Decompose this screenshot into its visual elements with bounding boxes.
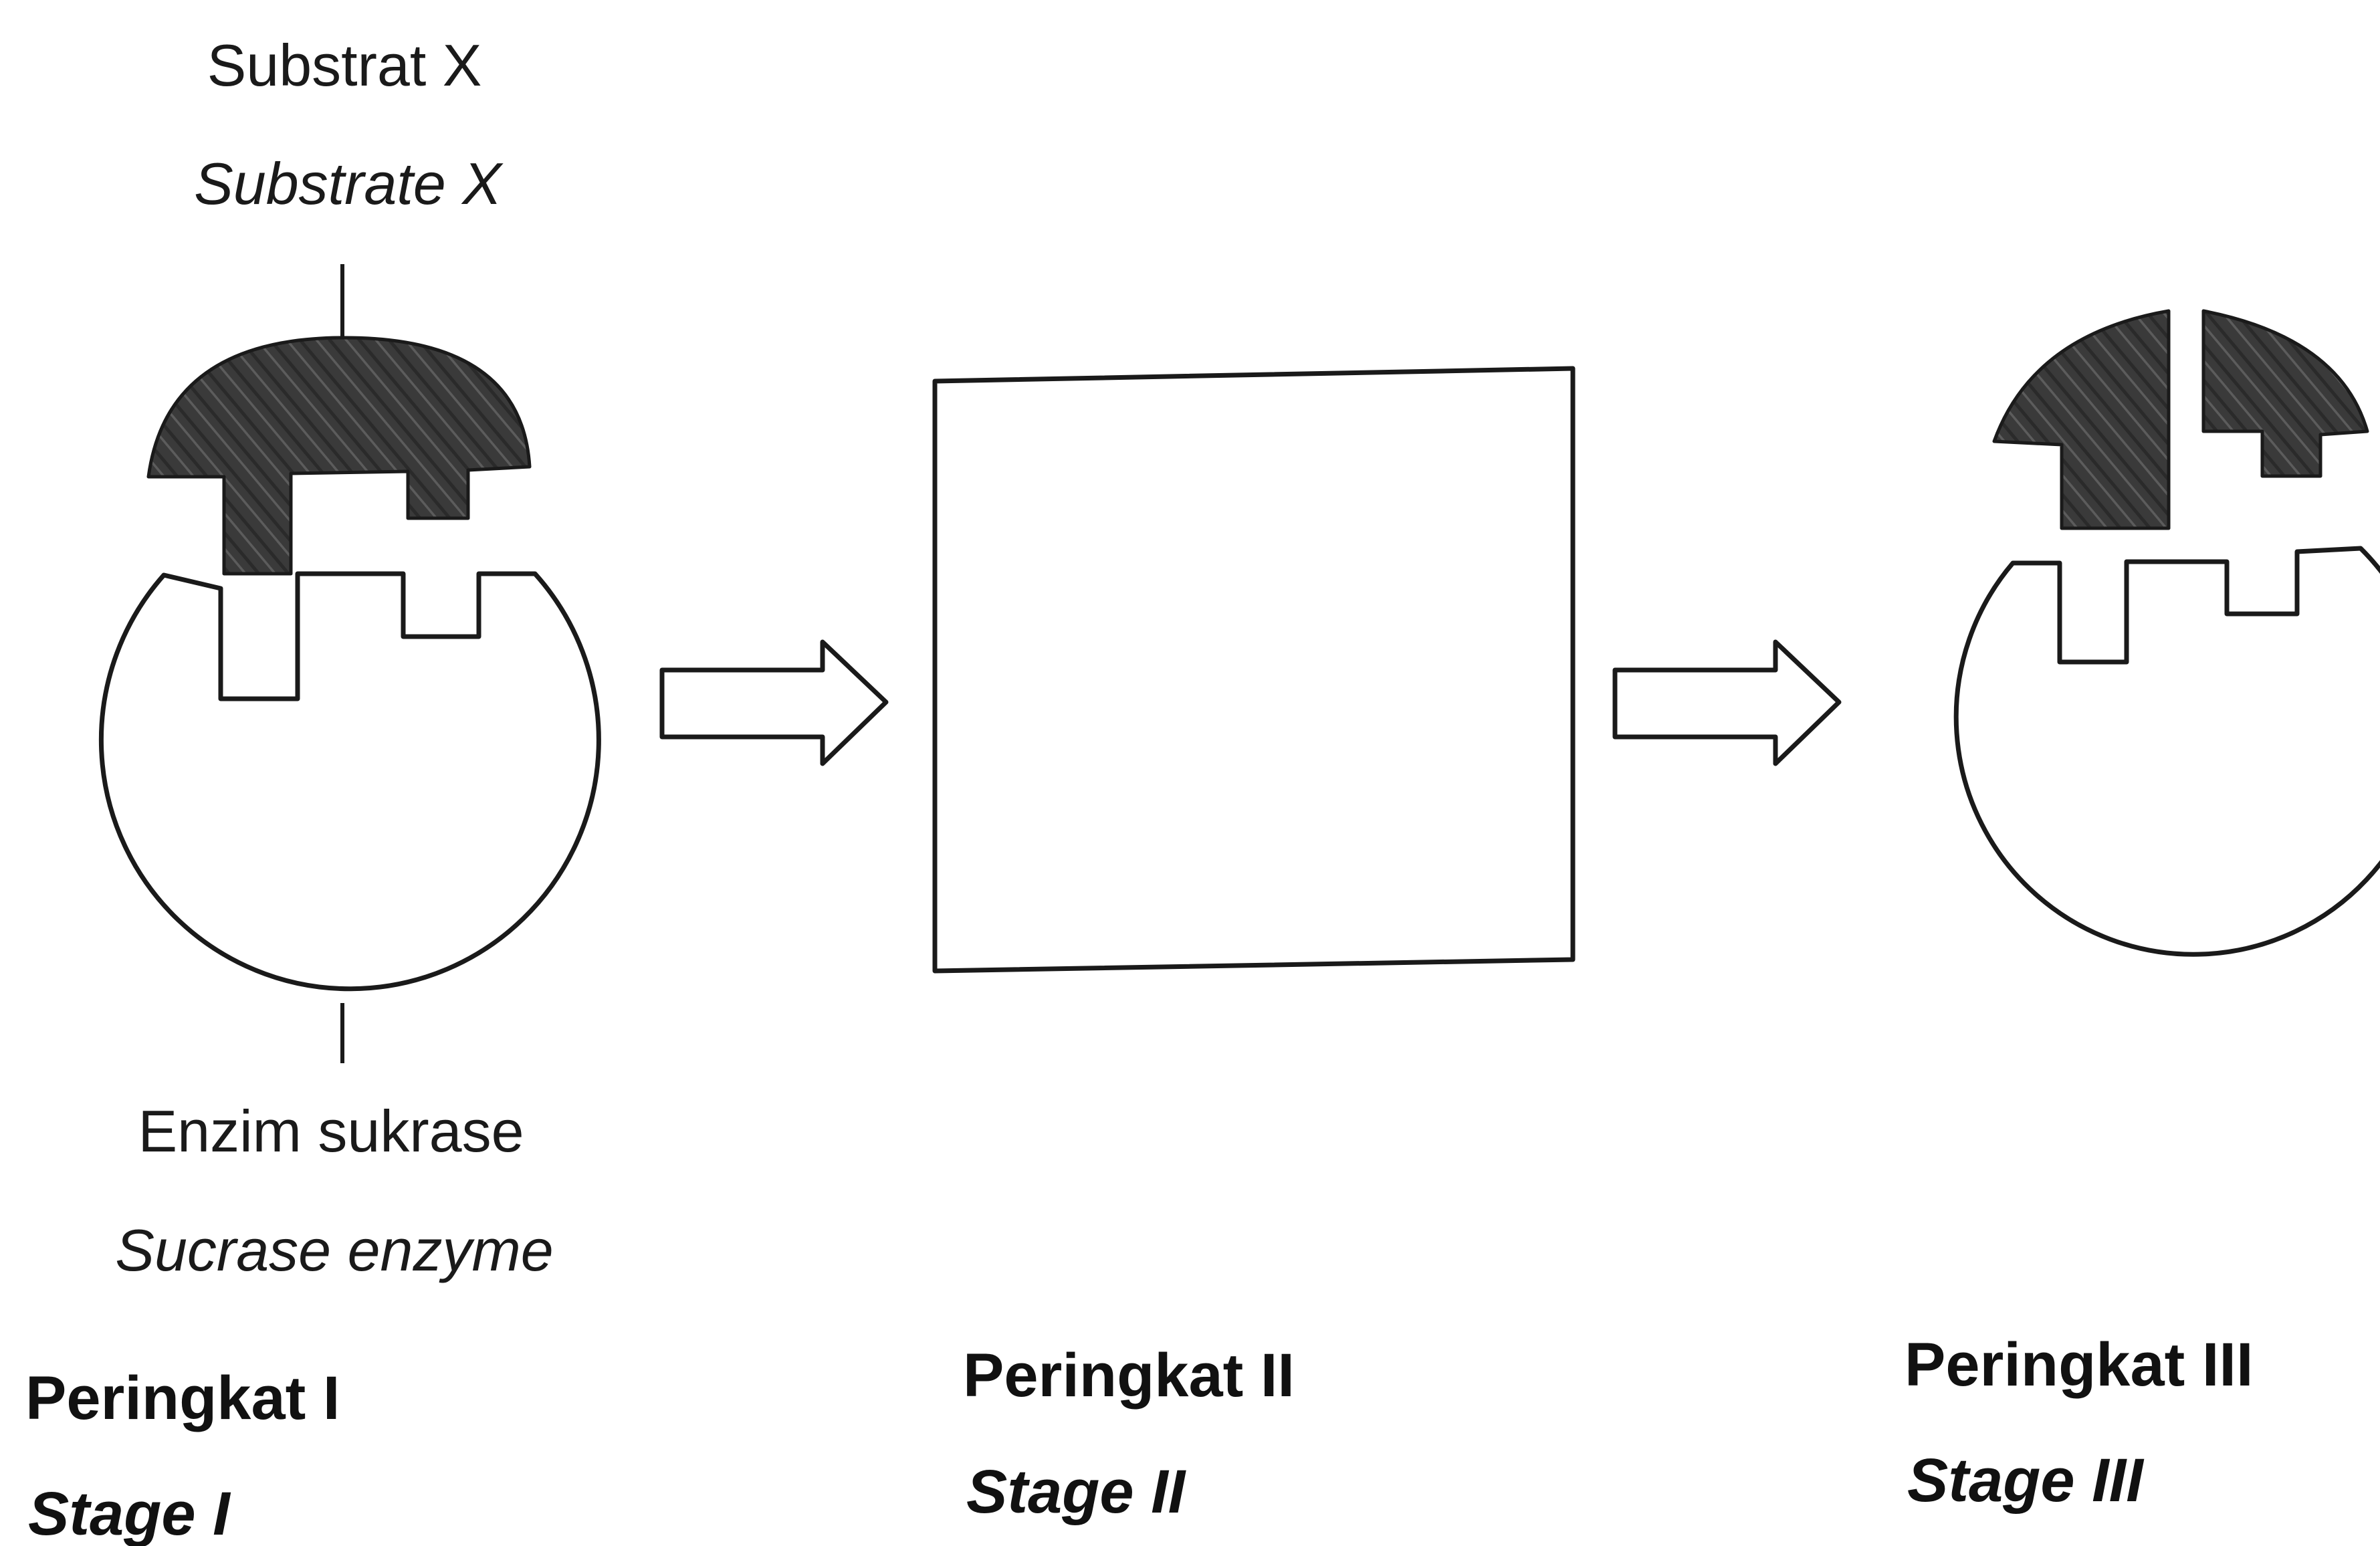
arrow-right-icon [1612, 639, 1842, 766]
stage-1-label: Peringkat I [25, 1364, 340, 1432]
stage-2-label-english: Stage II [966, 1458, 1187, 1526]
substrate-label-english: Substrate X [194, 150, 504, 217]
substrate-label: Substrat X [207, 32, 482, 98]
stage-3-label: Peringkat III [1905, 1331, 2254, 1399]
sucrase-enzyme-after [1953, 546, 2380, 957]
enzyme-label: Enzim sukrase [138, 1098, 524, 1164]
product-left-piece [1992, 309, 2171, 530]
stage-1-label-english: Stage I [28, 1480, 231, 1546]
stage-1-illustration: Substrat X Substrate X Enzim sukrase Suc… [98, 32, 601, 1283]
product-right-piece [2201, 309, 2369, 478]
stage-3-label-english: Stage III [1907, 1446, 2145, 1515]
arrow-right-icon [659, 639, 889, 766]
sucrase-enzyme [98, 571, 601, 992]
stage-2-blank-box [932, 366, 1576, 974]
stage-3-illustration [1953, 309, 2380, 957]
enzyme-label-english: Sucrase enzyme [115, 1217, 553, 1283]
stage-2-label: Peringkat II [963, 1341, 1295, 1410]
substrate-x [146, 336, 532, 576]
